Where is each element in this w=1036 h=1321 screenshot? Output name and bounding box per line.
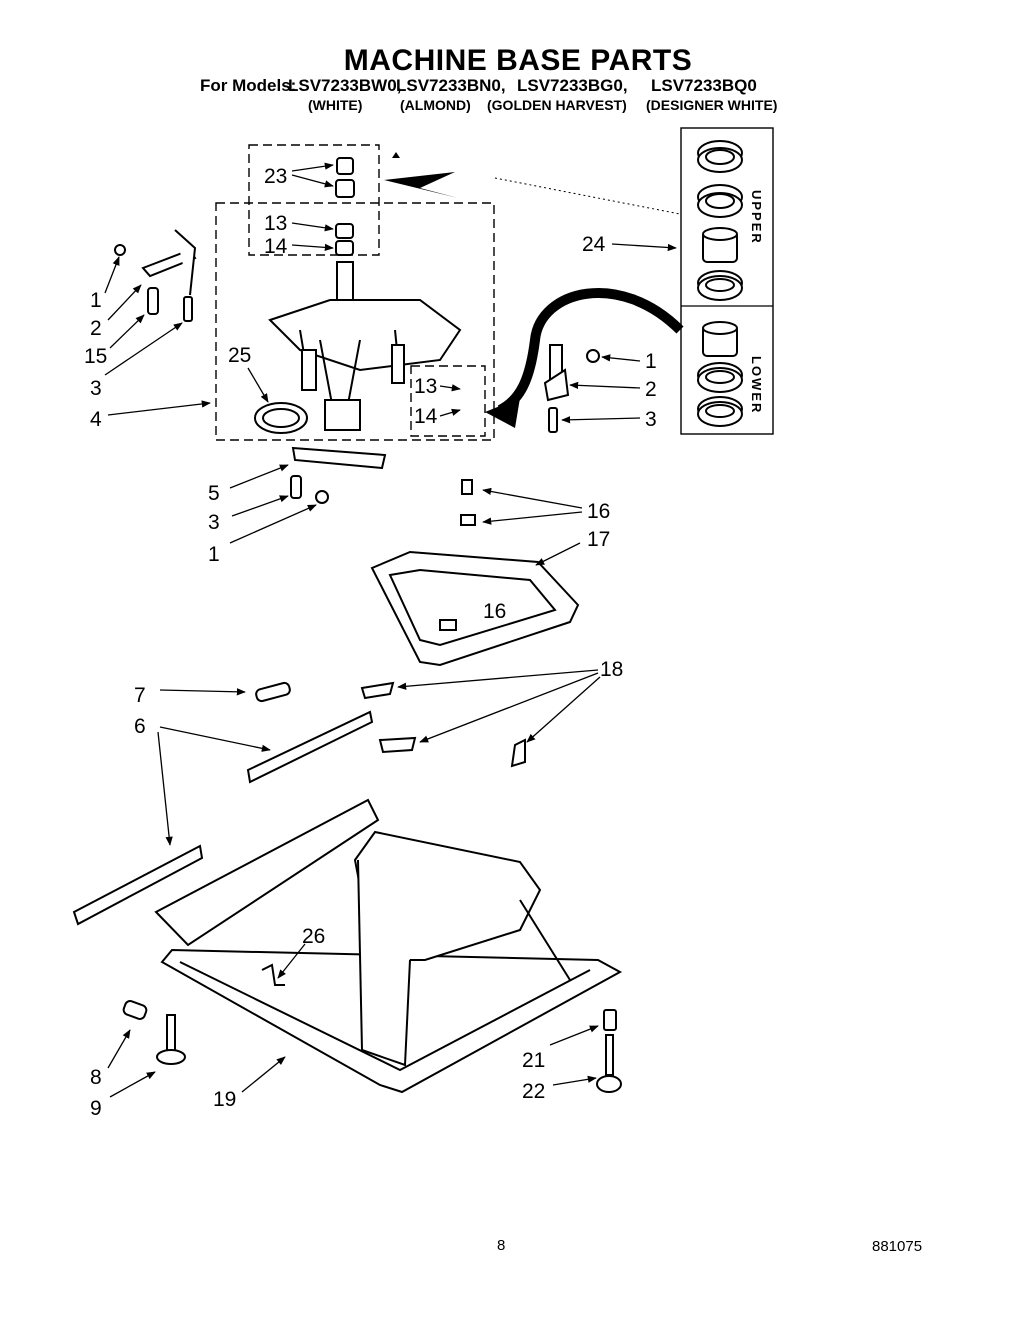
upper-label: UPPER (749, 190, 764, 245)
lower-seal-parts (697, 321, 743, 427)
callout-15: 15 (84, 345, 107, 368)
callout-25: 25 (228, 344, 251, 367)
left-bracket-parts (114, 229, 197, 322)
upper-seal-parts (697, 140, 743, 301)
tub-support-frame (370, 479, 580, 667)
callout-3: 3 (645, 408, 657, 431)
page-number: 8 (497, 1237, 506, 1254)
models-prefix: For Models: (200, 76, 297, 95)
leader-dotted (494, 177, 681, 215)
right-bracket-parts (543, 344, 600, 433)
kit-arrow-head (485, 398, 520, 428)
callout-14: 14 (414, 405, 438, 428)
feet (122, 963, 622, 1093)
box-parts-13-14 (410, 365, 486, 437)
callout-22: 22 (522, 1080, 545, 1103)
stacked-bushings (335, 157, 355, 256)
base-frame (154, 798, 623, 1094)
small-marker (392, 152, 400, 158)
model-number: LSV7233BG0, (517, 76, 628, 95)
callout-4: 4 (90, 408, 102, 431)
callout-1: 1 (208, 543, 220, 566)
callout-3: 3 (90, 377, 102, 400)
callout-26: 26 (302, 925, 325, 948)
model-color: (ALMOND) (400, 97, 471, 113)
model-number: LSV7233BQ0 (651, 76, 757, 95)
callout-2: 2 (645, 378, 657, 401)
callout-19: 19 (213, 1088, 236, 1111)
callout-leaders (104, 162, 677, 1098)
model-number: LSV7233BN0, (396, 76, 506, 95)
callout-6: 6 (134, 715, 146, 738)
box-parts-23-14 (248, 144, 380, 256)
callout-13: 13 (264, 212, 287, 235)
model-color: (DESIGNER WHITE) (646, 97, 778, 113)
lower-bracket-parts (290, 446, 387, 504)
box-agitator-assembly (215, 202, 495, 441)
callout-labels: 23 13 14 1 2 15 3 4 25 24 13 14 1 2 3 5 … (84, 165, 657, 1120)
callout-8: 8 (90, 1066, 102, 1089)
model-number: LSV7233BW0, (288, 76, 402, 95)
lower-label: LOWER (749, 356, 764, 414)
kit-arrow (497, 288, 684, 415)
callout-1: 1 (90, 289, 102, 312)
callout-23: 23 (264, 165, 287, 188)
callout-16: 16 (483, 600, 506, 623)
callout-21: 21 (522, 1049, 545, 1072)
model-color: (GOLDEN HARVEST) (487, 97, 627, 113)
direction-arrow (384, 172, 458, 198)
callout-17: 17 (587, 528, 610, 551)
document-number: 881075 (872, 1238, 923, 1255)
callout-24: 24 (582, 233, 606, 256)
callout-2: 2 (90, 317, 102, 340)
spring-and-rails (72, 681, 526, 926)
callout-1: 1 (645, 350, 657, 373)
inset-frame (680, 127, 774, 435)
model-color: (WHITE) (308, 97, 363, 113)
callout-14: 14 (264, 235, 288, 258)
callout-5: 5 (208, 482, 220, 505)
assembly-boundary-boxes (215, 144, 495, 441)
drive-assembly (254, 261, 462, 434)
callout-16: 16 (587, 500, 610, 523)
callout-9: 9 (90, 1097, 102, 1120)
callout-3: 3 (208, 511, 220, 534)
page-title: MACHINE BASE PARTS (343, 44, 693, 77)
seal-kit-inset: UPPER LOWER (680, 127, 774, 435)
callout-7: 7 (134, 684, 146, 707)
callout-18: 18 (600, 658, 623, 681)
callout-13: 13 (414, 375, 437, 398)
